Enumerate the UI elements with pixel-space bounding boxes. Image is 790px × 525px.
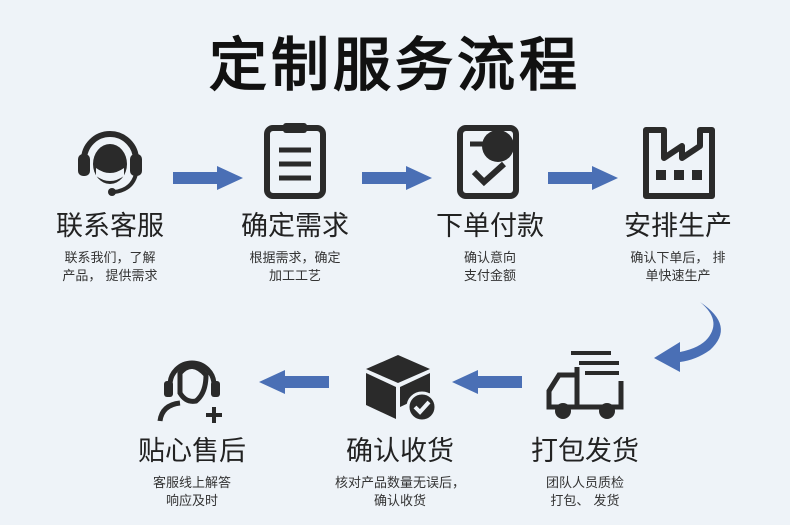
- headset-agent-icon: [70, 120, 150, 200]
- step-pack-ship: 打包发货 团队人员质检 打包、 发货: [505, 345, 665, 511]
- package-check-icon: [360, 345, 440, 425]
- step-contact-service: 联系客服 联系我们，了解 产品， 提供需求: [30, 120, 190, 286]
- step-description: 核对产品数量无误后， 确认收货: [334, 476, 465, 509]
- step-label: 打包发货: [531, 436, 639, 467]
- page-title: 定制服务流程: [208, 31, 581, 99]
- step-description: 确认下单后， 排 单快速生产: [630, 251, 726, 284]
- step-confirm-receipt: 确认收货 核对产品数量无误后， 确认收货: [320, 345, 480, 511]
- step-label: 下单付款: [436, 211, 544, 242]
- step-label: 安排生产: [624, 211, 732, 242]
- flow-arrow: [362, 166, 432, 190]
- step-label: 确定需求: [241, 211, 349, 242]
- step-label: 联系客服: [56, 211, 164, 242]
- step-label: 确认收货: [346, 436, 454, 467]
- step-description: 联系我们，了解 产品， 提供需求: [62, 251, 158, 284]
- factory-icon: [638, 120, 718, 200]
- step-description: 客服线上解答 响应及时: [152, 476, 231, 509]
- step-arrange-production: 安排生产 确认下单后， 排 单快速生产: [598, 120, 758, 286]
- curved-flow-arrow: [650, 298, 740, 378]
- delivery-truck-icon: [545, 345, 625, 425]
- flow-arrow: [259, 370, 329, 394]
- after-sales-headset-icon: [152, 345, 232, 425]
- flow-arrow: [548, 166, 618, 190]
- step-description: 根据需求，确定 加工工艺: [249, 251, 341, 284]
- step-description: 团队人员质检 打包、 发货: [545, 476, 624, 509]
- step-label: 贴心售后: [138, 436, 246, 467]
- flow-arrow: [173, 166, 243, 190]
- step-order-payment: 下单付款 确认意向 支付金额: [410, 120, 570, 286]
- step-after-sales: 贴心售后 客服线上解答 响应及时: [112, 345, 272, 511]
- order-check-icon: [450, 120, 530, 200]
- flow-arrow: [452, 370, 522, 394]
- clipboard-icon: [255, 120, 335, 200]
- step-confirm-requirements: 确定需求 根据需求，确定 加工工艺: [215, 120, 375, 286]
- step-description: 确认意向 支付金额: [463, 251, 516, 284]
